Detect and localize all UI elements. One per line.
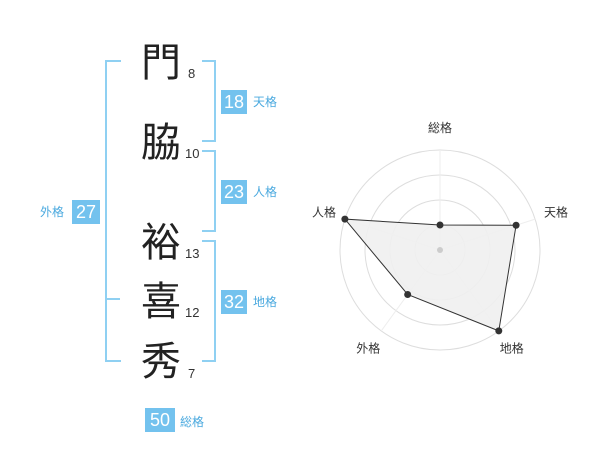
soukaku-badge: 50 <box>145 408 175 432</box>
gaikaku-badge: 27 <box>72 200 100 224</box>
radar-axis-label-3: 地格 <box>500 341 524 356</box>
radar-center-dot <box>437 247 443 253</box>
gaikaku-bracket-tick <box>105 298 120 300</box>
jinkaku-badge: 23 <box>221 180 247 204</box>
radar-axis-label-4: 外格 <box>356 341 380 356</box>
radar-point-3 <box>495 327 503 335</box>
tenkaku-label: 天格 <box>253 95 278 109</box>
tenkaku-bracket <box>202 60 216 142</box>
radar-point-5 <box>341 215 349 223</box>
jinkaku-label: 人格 <box>253 185 278 199</box>
gaikaku-label: 外格 <box>40 205 65 219</box>
radar-area <box>343 218 517 332</box>
radar-axis-label-2: 天格 <box>544 204 568 219</box>
tenkaku-badge: 18 <box>221 90 247 114</box>
name-char-5: 秀 <box>141 339 181 385</box>
chikaku-badge: 32 <box>221 290 247 314</box>
chikaku-bracket <box>202 240 216 362</box>
radar-point-1 <box>436 221 444 229</box>
stroke-count-3: 13 <box>185 246 200 261</box>
name-char-1: 門 <box>141 40 181 86</box>
stroke-count-1: 8 <box>188 66 196 81</box>
stroke-count-4: 12 <box>185 305 200 320</box>
stroke-count-2: 10 <box>185 146 200 161</box>
radar-point-4 <box>404 290 412 298</box>
stroke-count-5: 7 <box>188 366 196 381</box>
chikaku-label: 地格 <box>253 295 278 309</box>
gaikaku-bracket <box>105 60 121 362</box>
name-char-3: 裕 <box>141 220 181 266</box>
radar-point-2 <box>512 221 520 229</box>
soukaku-label: 総格 <box>180 415 205 429</box>
radar-axis-label-1: 総格 <box>428 120 452 135</box>
radar-axis-label-5: 人格 <box>312 204 336 219</box>
jinkaku-bracket <box>202 150 216 232</box>
name-char-4: 喜 <box>141 279 181 325</box>
name-char-2: 脇 <box>141 120 181 166</box>
